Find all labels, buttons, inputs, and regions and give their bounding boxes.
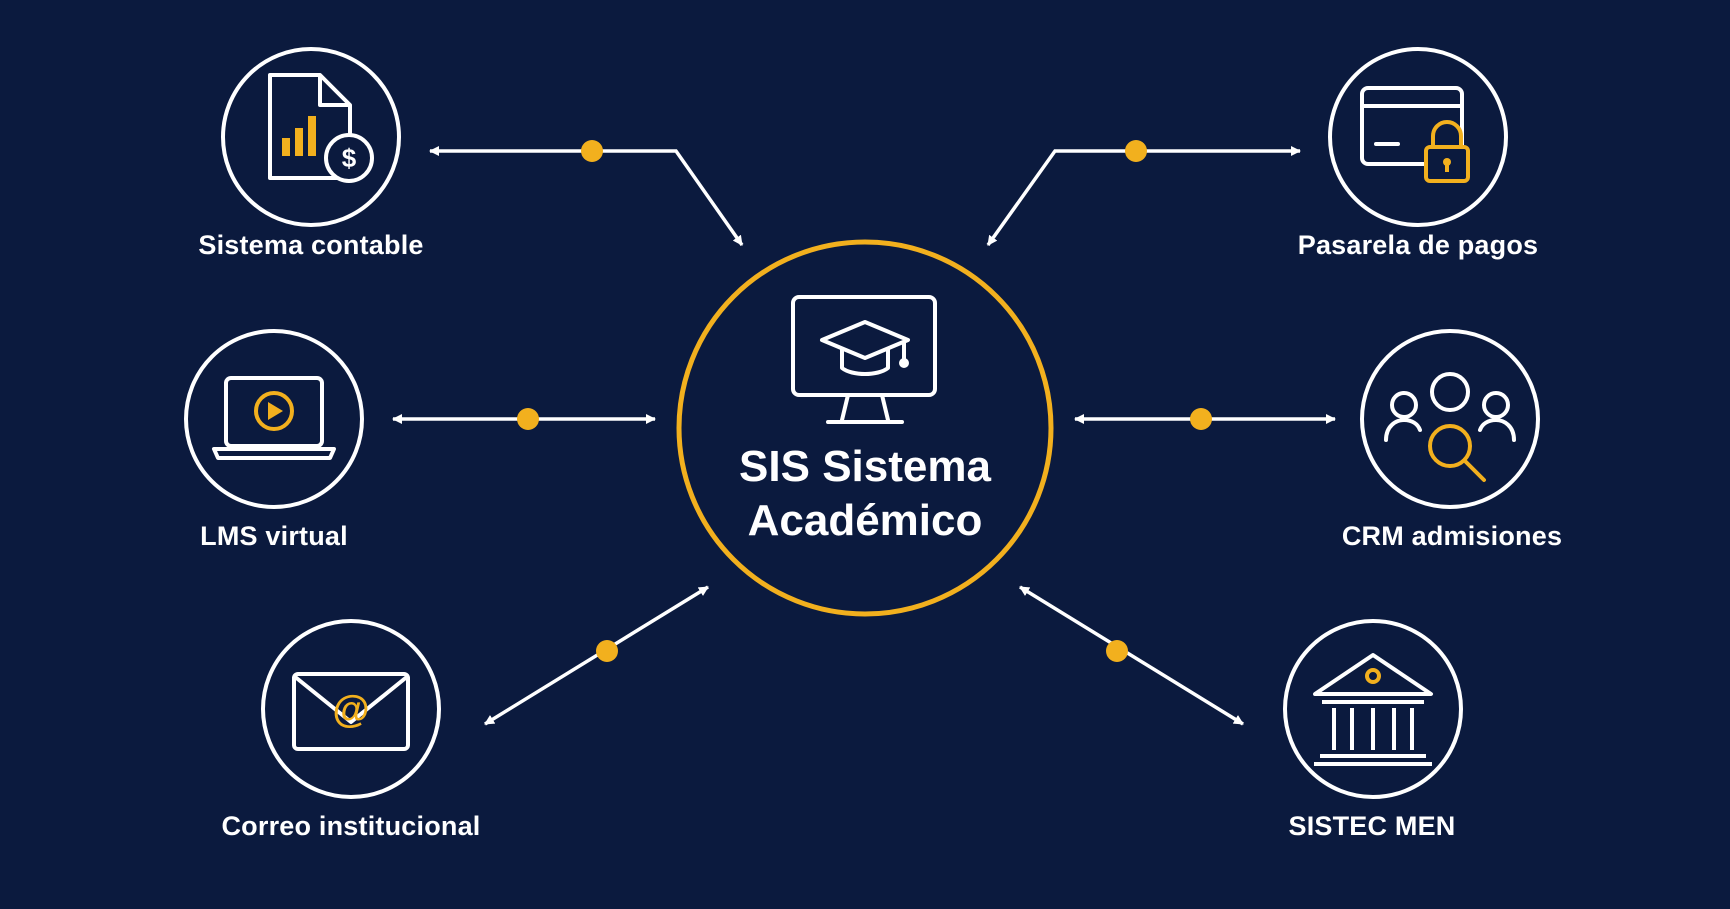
bank-building-icon: [1313, 653, 1433, 766]
people-search-icon: [1384, 372, 1516, 482]
svg-text:$: $: [342, 143, 357, 173]
connector-lms: [392, 408, 656, 430]
label-pagos: Pasarela de pagos: [1297, 230, 1539, 260]
label-crm: CRM admisiones: [1341, 521, 1563, 551]
connector-sistec: [1019, 585, 1244, 726]
node-correo: @: [261, 619, 441, 799]
center-title-line2: Académico: [747, 496, 983, 545]
connector-pagos: [986, 140, 1301, 247]
laptop-play-icon: [212, 376, 336, 460]
connector-correo: [484, 585, 709, 726]
connector-crm: [1074, 408, 1336, 430]
card-lock-icon: [1360, 86, 1470, 183]
svg-text:@: @: [332, 689, 369, 731]
node-contable: $: [221, 47, 401, 227]
center-title-line1: SIS Sistema: [739, 442, 991, 491]
label-sistec: SISTEC MEN: [1288, 811, 1456, 841]
node-pagos: [1328, 47, 1508, 227]
node-sistec: [1283, 619, 1463, 799]
node-crm: [1360, 329, 1540, 509]
connector-contable: [429, 140, 744, 247]
label-lms: LMS virtual: [200, 521, 348, 551]
label-contable: Sistema contable: [198, 230, 424, 260]
monitor-graduation-cap-icon: [791, 295, 937, 424]
center-node: [676, 239, 1054, 617]
label-correo: Correo institucional: [221, 811, 481, 841]
envelope-at-icon: @: [292, 672, 410, 751]
document-chart-dollar-icon: $: [268, 73, 374, 183]
node-lms: [184, 329, 364, 509]
center-title: SIS Sistema Académico: [739, 440, 991, 548]
